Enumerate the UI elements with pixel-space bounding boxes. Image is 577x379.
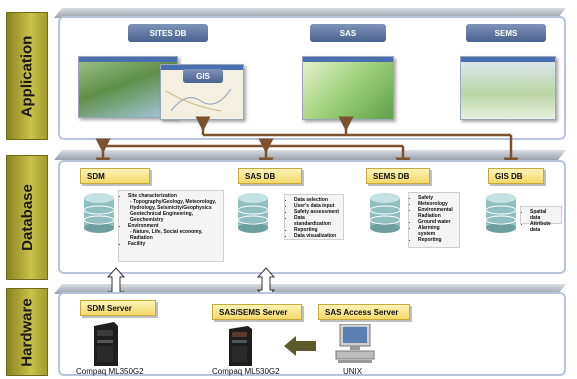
compaq-ml530-server-icon — [229, 326, 252, 366]
gis-map-graphic — [165, 88, 232, 112]
sdm-item: Geochemistry — [130, 217, 164, 223]
sdm-server-tag: SDM Server — [80, 300, 156, 316]
application-layer-label: Application — [6, 12, 48, 140]
unix-label: UNIX — [343, 367, 363, 376]
sas-db-item: Reporting — [294, 227, 340, 233]
sdm-description: Site characterization - Topography/Geolo… — [118, 190, 224, 262]
database-shelf — [54, 150, 566, 160]
sas-db-item: Data standardization — [294, 215, 340, 227]
database-layer-label: Database — [6, 155, 48, 280]
hardware-shelf — [54, 284, 566, 294]
sas-db-item: Safety assessment — [294, 209, 340, 215]
sdm-item: Site characterization — [128, 193, 220, 199]
sas-db-item: Data visualization — [294, 233, 340, 239]
sas-db-tag: SAS DB — [238, 168, 302, 184]
gis-tag: GIS — [183, 69, 223, 83]
gis-db-database-icon — [485, 193, 517, 233]
application-shelf — [54, 8, 566, 18]
sas-db-item: Data selection — [294, 197, 340, 203]
sas-sems-server-tag: SAS/SEMS Server — [212, 304, 302, 320]
sdm-item: Environment — [128, 223, 220, 229]
sems-screenshot — [460, 56, 556, 120]
compaq-ml530-label: Compaq ML530G2 — [212, 367, 280, 376]
sdm-tag: SDM — [80, 168, 150, 184]
gis-screenshot: GIS — [160, 64, 244, 120]
sites-db-tag: SITES DB — [128, 24, 208, 42]
sems-db-item: Meteorology — [418, 201, 456, 207]
sdm-item: Geotechnical Engineering, — [130, 211, 194, 217]
sems-db-description: Safety Meteorology Environmental Radiati… — [408, 192, 460, 248]
sdm-item: Facility — [128, 241, 220, 247]
sems-db-item: Ground water — [418, 219, 456, 225]
sdm-database-icon — [83, 193, 115, 233]
sems-db-item: Environmental Radiation — [418, 207, 456, 219]
sdm-item: - Topography/Geology, Meteorology, — [130, 199, 217, 205]
left-arrow-icon — [284, 336, 316, 356]
sas-tag: SAS — [310, 24, 386, 42]
sems-tag: SEMS — [466, 24, 546, 42]
sas-screenshot — [302, 56, 394, 120]
hardware-layer-label: Hardware — [6, 288, 48, 376]
compaq-ml350-label: Compaq ML350G2 — [76, 367, 144, 376]
application-layer-text: Application — [18, 35, 36, 117]
sems-db-item: Safety — [418, 195, 456, 201]
gis-db-description: Spatial data Attribute data — [520, 206, 562, 233]
gis-db-item: Attribute data — [530, 221, 558, 233]
sas-db-database-icon — [237, 193, 269, 233]
unix-workstation-icon — [335, 324, 375, 363]
sems-db-item: Reporting — [418, 237, 456, 243]
sdm-item: Hydrology, Seismicity/Geophysics — [130, 205, 212, 211]
sas-access-server-tag: SAS Access Server — [318, 304, 410, 320]
sas-db-item: User's data input — [294, 203, 340, 209]
sdm-item: - Nature, Life, Social economy, — [130, 229, 203, 235]
hardware-layer-text: Hardware — [18, 297, 36, 367]
gis-db-tag: GIS DB — [488, 168, 544, 184]
compaq-ml350-server-icon — [94, 322, 118, 366]
sems-db-tag: SEMS DB — [366, 168, 430, 184]
sems-db-database-icon — [369, 193, 401, 233]
sdm-item: Radiation — [130, 235, 153, 241]
gis-db-item: Spatial data — [530, 209, 558, 221]
sas-db-description: Data selection User's data input Safety … — [284, 194, 344, 240]
database-layer-text: Database — [18, 184, 36, 251]
sems-db-item: Alarming system — [418, 225, 456, 237]
